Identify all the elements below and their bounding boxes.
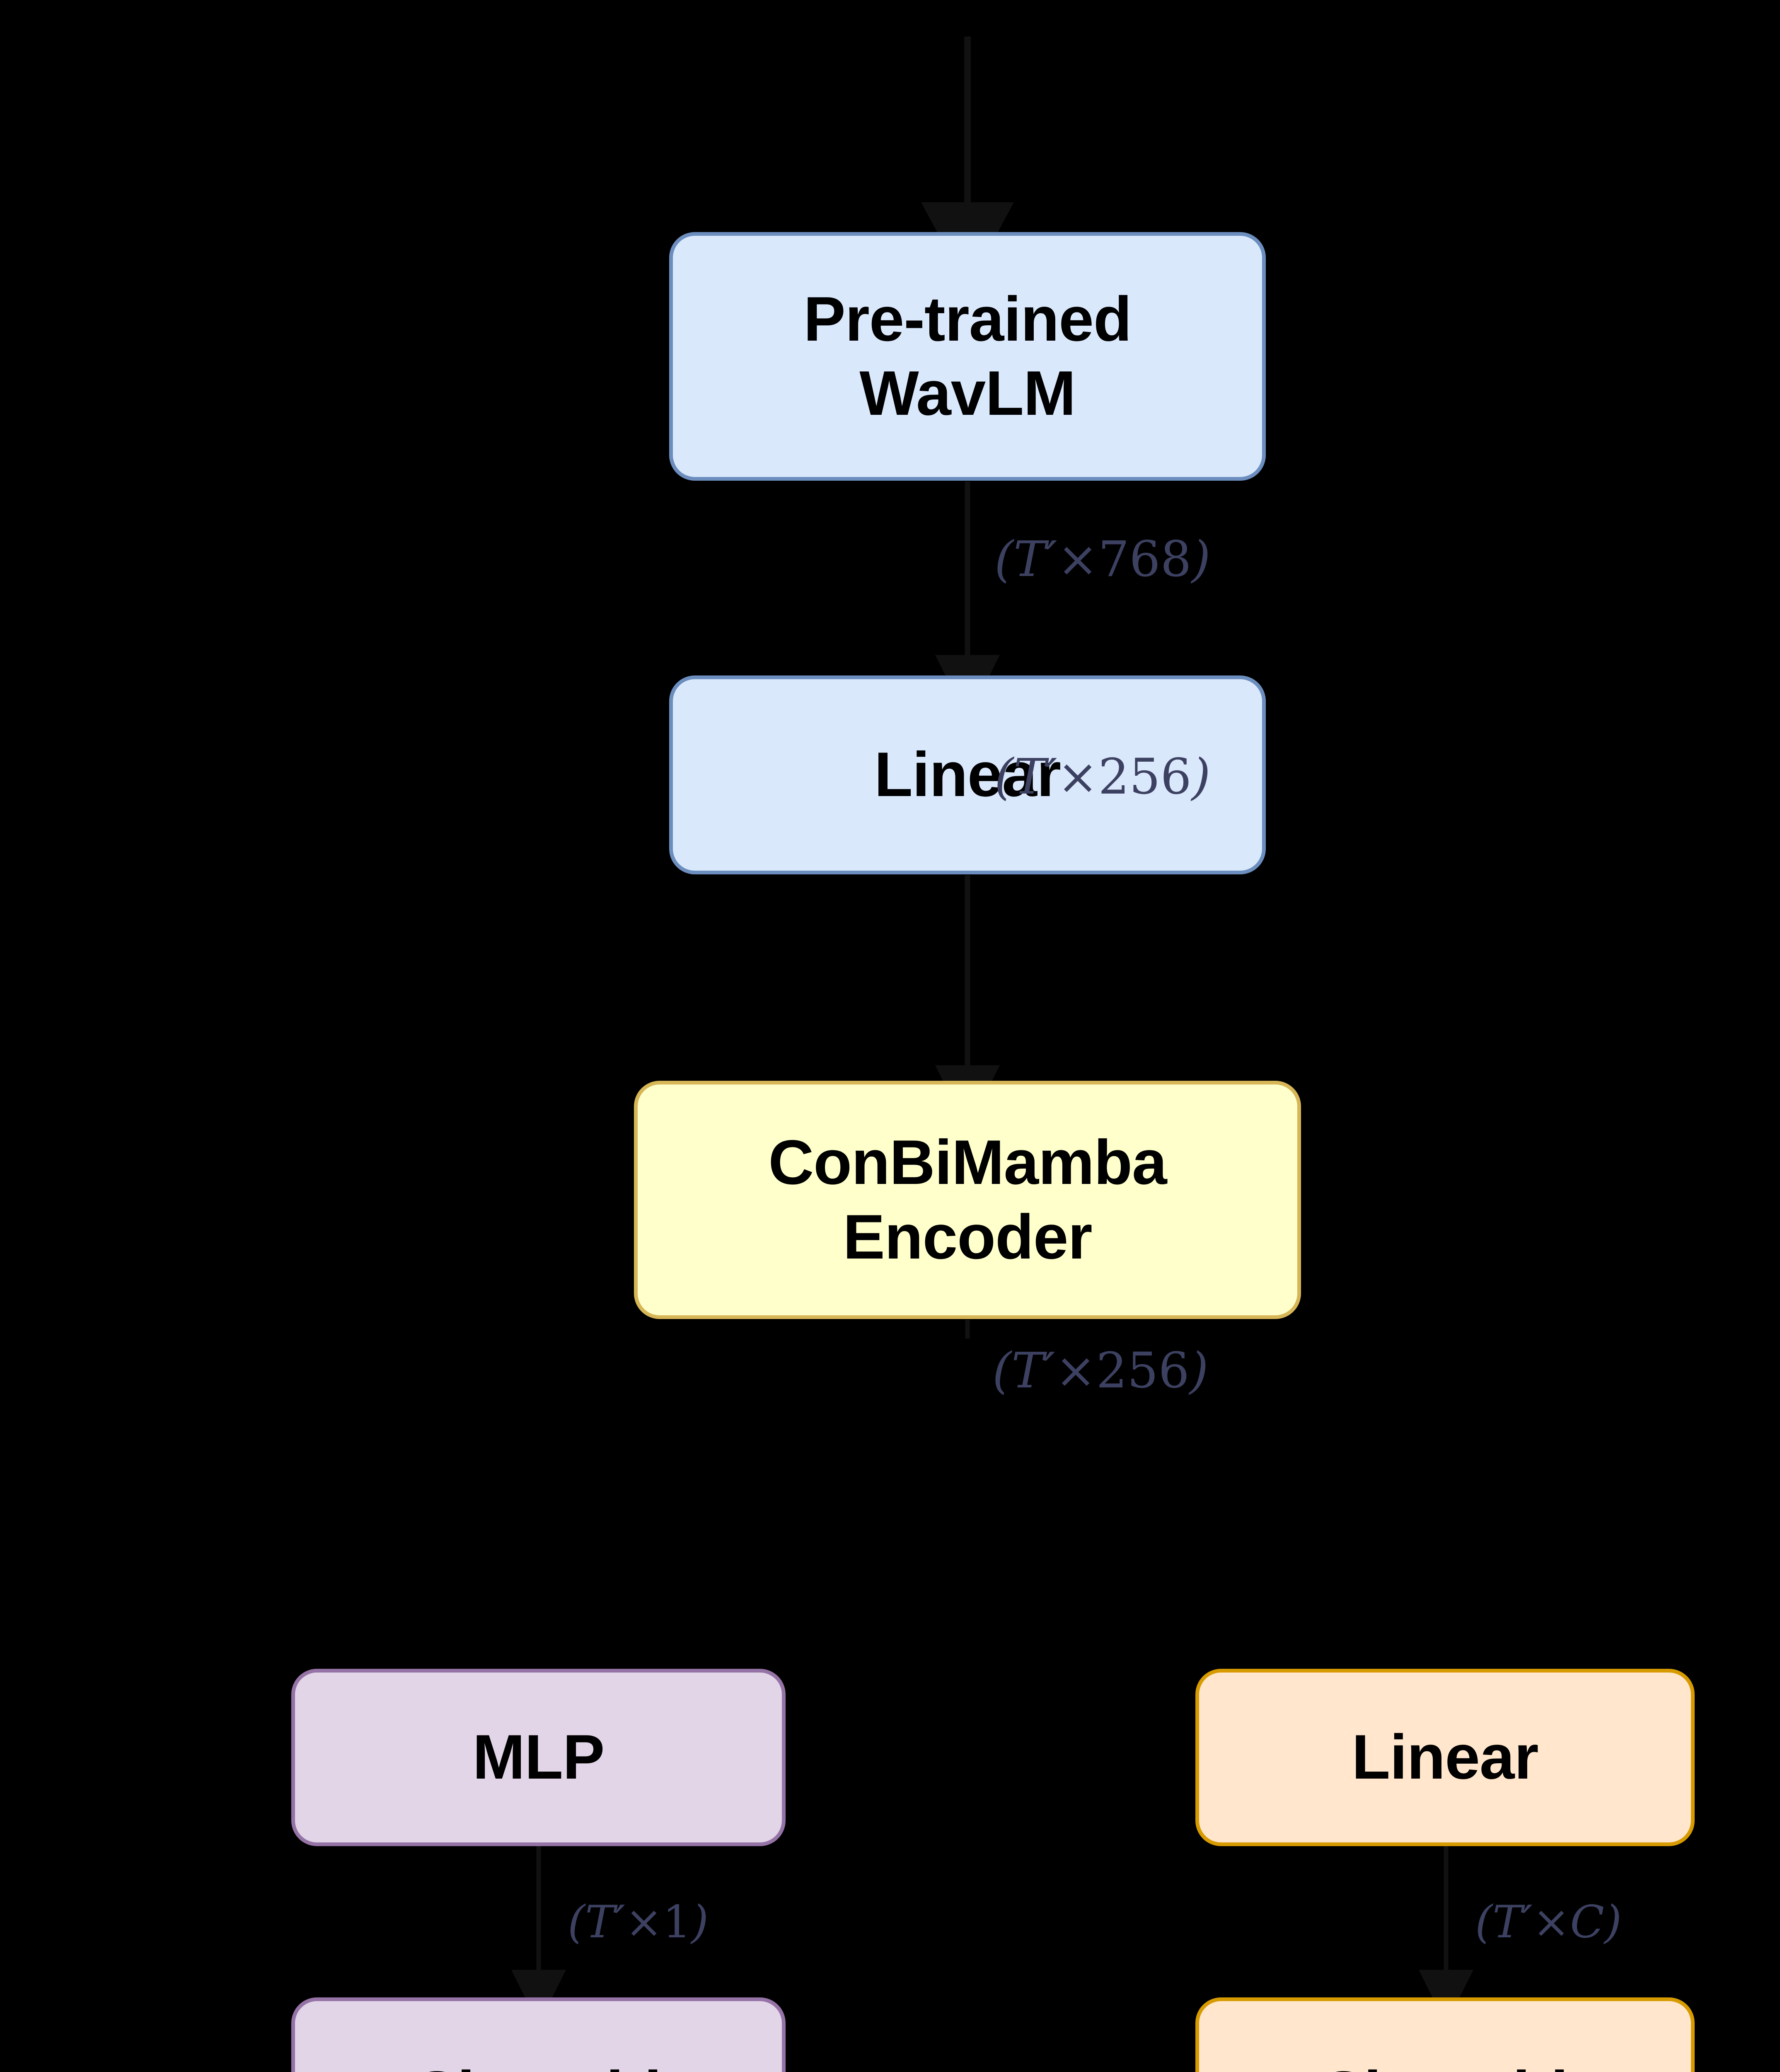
encoder-label-line1: ConBiMamba bbox=[768, 1127, 1167, 1198]
paren-open: ( bbox=[994, 530, 1014, 588]
tensor-symbol: T bbox=[1013, 530, 1046, 588]
tensor-dim: 256 bbox=[1096, 1342, 1190, 1399]
edge-label-linear-to-encoder: (T′×256) bbox=[994, 752, 1211, 801]
tensor-symbol: T bbox=[1011, 1342, 1044, 1399]
tensor-symbol: T bbox=[1492, 1896, 1523, 1948]
edge-label-linear-to-sigmoid: (T′×C) bbox=[1475, 1900, 1622, 1945]
wavlm-label-line2: WavLM bbox=[859, 358, 1076, 428]
linear-right-label: Linear bbox=[1352, 1722, 1538, 1793]
edge-label-wavlm-to-linear: (T′×768) bbox=[994, 535, 1211, 583]
paren-close: ) bbox=[1604, 1896, 1622, 1948]
node-sigmoid-boundary[interactable]: Sigmoid bbox=[291, 1997, 786, 2072]
times-sign: × bbox=[1057, 748, 1098, 805]
edge-label-encoder-output: (T′×256) bbox=[992, 1346, 1209, 1395]
prime-mark: ′ bbox=[1046, 530, 1057, 588]
paren-close: ) bbox=[691, 1896, 709, 1948]
tensor-dim: C bbox=[1570, 1896, 1604, 1948]
node-linear-classifier[interactable]: Linear bbox=[1195, 1669, 1695, 1846]
paren-close: ) bbox=[1191, 530, 1211, 588]
tensor-dim: 768 bbox=[1098, 530, 1192, 588]
times-sign: × bbox=[1055, 1342, 1096, 1399]
tensor-dim: 1 bbox=[663, 1896, 691, 1948]
node-conbimamba-encoder[interactable]: ConBiMamba Encoder bbox=[634, 1081, 1301, 1319]
sigmoid-left-label: Sigmoid bbox=[295, 2057, 782, 2072]
paren-open: ( bbox=[992, 1342, 1012, 1399]
sigmoid-right-label: Sigmoid bbox=[1199, 2057, 1691, 2072]
tensor-symbol: T bbox=[585, 1896, 615, 1948]
edge-label-mlp-to-sigmoid: (T′×1) bbox=[568, 1900, 709, 1945]
times-sign: × bbox=[625, 1896, 663, 1948]
prime-mark: ′ bbox=[1044, 1342, 1055, 1399]
prime-mark: ′ bbox=[1046, 748, 1057, 805]
node-sigmoid-classifier[interactable]: Sigmoid bbox=[1195, 1997, 1695, 2072]
times-sign: × bbox=[1532, 1896, 1570, 1948]
prime-mark: ′ bbox=[1522, 1896, 1533, 1948]
paren-close: ) bbox=[1189, 1342, 1209, 1399]
prime-mark: ′ bbox=[615, 1896, 625, 1948]
mlp-label: MLP bbox=[472, 1722, 605, 1793]
paren-open: ( bbox=[994, 748, 1014, 805]
linear-proj-label: Linear bbox=[874, 739, 1061, 810]
tensor-symbol: T bbox=[1013, 748, 1046, 805]
node-mlp[interactable]: MLP bbox=[291, 1669, 786, 1846]
paren-open: ( bbox=[1475, 1896, 1493, 1948]
times-sign: × bbox=[1057, 530, 1098, 588]
paren-open: ( bbox=[568, 1896, 585, 1948]
node-linear-projection[interactable]: Linear bbox=[669, 675, 1266, 874]
tensor-dim: 256 bbox=[1098, 748, 1192, 805]
paren-close: ) bbox=[1191, 748, 1211, 805]
wavlm-label-line1: Pre-trained bbox=[803, 283, 1132, 354]
node-pretrained-wavlm[interactable]: Pre-trained WavLM bbox=[669, 232, 1266, 481]
encoder-label-line2: Encoder bbox=[843, 1201, 1092, 1272]
